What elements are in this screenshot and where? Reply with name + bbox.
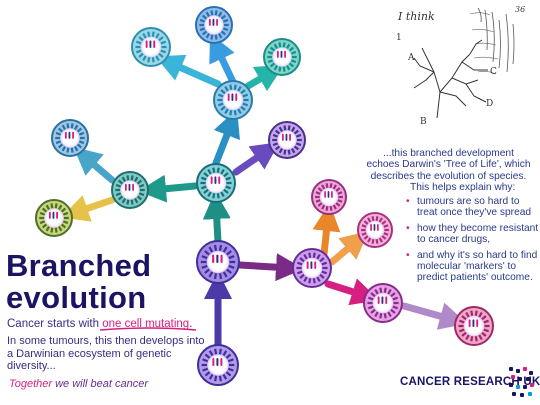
cell-icon	[196, 240, 240, 284]
title-line-2: evolution	[6, 280, 147, 315]
intro-after: .	[189, 318, 193, 330]
darwin-text: ...this branched development echoes Darw…	[366, 148, 531, 182]
reason-item: tumours are so hard to treat once they'v…	[405, 196, 540, 219]
slogan-together: Together	[9, 378, 53, 390]
cell-icon	[357, 212, 393, 248]
intro-highlight: one cell mutating	[102, 318, 190, 330]
arrow-icon	[73, 146, 116, 184]
cell-icon	[111, 171, 149, 209]
arrow-icon	[312, 203, 341, 258]
title-line-1: Branched	[6, 248, 152, 283]
cell-icon	[131, 27, 171, 67]
notes-title: I think	[398, 10, 435, 23]
cell-icon	[197, 344, 239, 386]
helps-heading: This helps explain why:	[410, 182, 516, 193]
cell-icon	[213, 80, 253, 120]
cell-icon	[363, 283, 403, 323]
lineage-arrows	[60, 33, 468, 349]
svg-text:36: 36	[515, 5, 525, 14]
svg-text:1: 1	[396, 33, 402, 43]
svg-text:A: A	[407, 53, 415, 63]
page-title: Branched evolution	[6, 250, 151, 314]
cell-icon	[35, 199, 73, 237]
svg-text:D: D	[486, 99, 493, 109]
arrow-icon	[400, 302, 468, 330]
arrow-icon	[324, 278, 380, 306]
reason-item: and why it's so hard to find molecular '…	[405, 250, 540, 284]
slogan-rest: we will beat cancer	[52, 378, 149, 390]
highlight-underline	[99, 327, 197, 331]
arrow-icon	[138, 174, 199, 203]
arrow-icon	[236, 253, 304, 282]
cell-icon	[454, 306, 494, 346]
slogan: Together we will beat cancer	[9, 378, 148, 390]
cell-icon	[196, 163, 236, 203]
arrow-icon	[202, 191, 231, 246]
arrow-icon	[60, 195, 116, 222]
cell-lineage	[35, 6, 494, 386]
cell-icon	[268, 121, 306, 159]
cell-icon	[263, 38, 301, 76]
intro-text: Cancer starts with one cell mutating.	[7, 318, 192, 331]
arrow-icon	[209, 33, 237, 86]
intro-detail: In some tumours, this then develops into…	[7, 335, 205, 372]
intro-before: Cancer starts with	[7, 318, 103, 330]
cancer-research-uk-logo	[509, 367, 534, 397]
cell-icon	[292, 248, 332, 288]
cell-icon	[51, 119, 89, 157]
arrow-icon	[232, 142, 280, 176]
arrow-icon	[244, 64, 285, 92]
arrow-icon	[328, 230, 369, 266]
svg-text:B: B	[420, 117, 427, 127]
cell-icon	[311, 179, 347, 215]
reasons-list: tumours are so hard to treat once they'v…	[405, 196, 540, 288]
brand-name: CANCER RESEARCH UK	[400, 376, 540, 388]
cell-icon	[195, 6, 233, 44]
reason-item: how they become resistant to cancer drug…	[405, 223, 540, 246]
svg-text:C: C	[490, 67, 497, 77]
tree-of-life-sketch: 36 B C A D 1	[396, 5, 525, 127]
arrow-icon	[155, 54, 222, 88]
arrow-icon	[212, 108, 240, 167]
